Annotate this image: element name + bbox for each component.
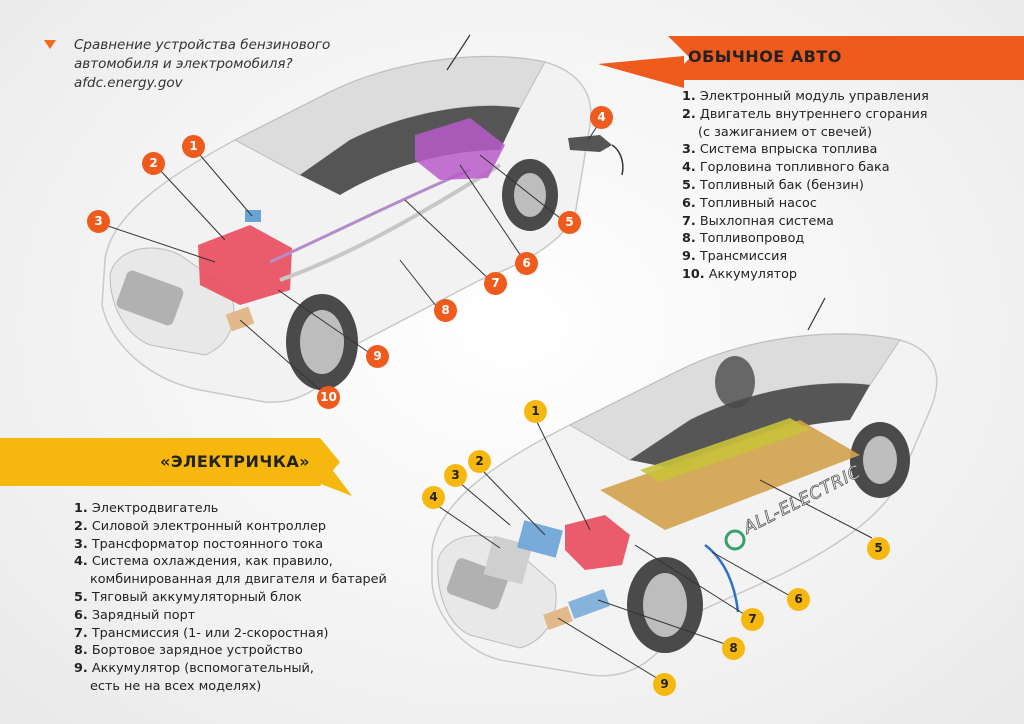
list-item: 2. Силовой электронный контроллер [74,518,326,534]
gas-car-banner-arrow [598,56,684,88]
gas-callout-2: 2 [142,152,165,175]
list-item: 6. Зарядный порт [74,607,196,623]
ev-callout-9: 9 [653,673,676,696]
source-line: автомобиля и электромобиля? [74,56,293,72]
electric-car-banner-title: «ЭЛЕКТРИЧКА» [160,452,311,471]
electric-car-illustration [431,297,938,677]
gas-car-banner-title: ОБЫЧНОЕ АВТО [688,47,842,66]
ev-callout-4: 4 [422,486,445,509]
electric-car-banner-arrow [300,456,352,496]
list-item: 9. Трансмиссия [682,249,788,265]
gas-callout-5: 5 [558,211,581,234]
gas-callout-3: 3 [87,210,110,233]
electric-car-banner-shape [0,438,340,486]
ev-callout-8: 8 [722,637,745,660]
source-note: Сравнение устройства бензинового автомоб… [74,36,330,93]
gas-callout-7: 7 [484,272,507,295]
ev-callout-7: 7 [741,608,764,631]
gas-car-parts-list: 1. Электронный модуль управления 2. Двиг… [682,88,929,284]
list-item: 2. Двигатель внутреннего сгорания [682,106,928,122]
list-item: 7. Трансмиссия (1- или 2-скоростная) [74,625,329,641]
list-item-continuation: комбинированная для двигателя и батарей [90,572,387,588]
list-item: 4. Система охлаждения, как правило, [74,554,333,570]
gas-callout-4: 4 [590,106,613,129]
list-item: 6. Топливный насос [682,195,817,211]
gas-callout-10: 10 [317,386,340,409]
list-item: 9. Аккумулятор (вспомогательный, [74,661,314,677]
list-item: 1. Электронный модуль управления [682,89,929,104]
gas-callout-1: 1 [182,135,205,158]
list-item-continuation: есть не на всех моделях) [90,678,262,694]
list-item: 7. Выхлопная система [682,213,834,229]
gas-car-illustration [101,34,624,403]
list-item: 4. Горловина топливного бака [682,160,890,176]
ev-callout-2: 2 [468,450,491,473]
source-bullet-icon [44,40,56,49]
list-item-continuation: (с зажиганием от свечей) [698,124,872,140]
list-item: 5. Тяговый аккумуляторный блок [74,589,302,605]
ev-callout-1: 1 [524,400,547,423]
source-link[interactable]: afdc.energy.gov [74,75,183,91]
gas-callout-6: 6 [515,252,538,275]
list-item: 5. Топливный бак (бензин) [682,177,864,193]
list-item: 3. Трансформатор постоянного тока [74,536,324,552]
ev-callout-3: 3 [444,464,467,487]
list-item: 3. Система впрыска топлива [682,142,878,158]
gas-callout-9: 9 [366,345,389,368]
electric-car-parts-list: 1. Электродвигатель 2. Силовой электронн… [74,500,387,696]
source-line: Сравнение устройства бензинового [74,37,331,53]
ev-callout-5: 5 [867,537,890,560]
list-item: 10. Аккумулятор [682,266,798,282]
list-item: 8. Бортовое зарядное устройство [74,643,303,659]
gas-car-banner-shape [668,36,1024,80]
ev-callout-6: 6 [787,588,810,611]
gas-callout-8: 8 [434,299,457,322]
electric-car-leader-lines [437,419,873,681]
gas-car-leader-lines [107,124,599,398]
list-item: 8. Топливопровод [682,231,805,247]
list-item: 1. Электродвигатель [74,501,219,516]
